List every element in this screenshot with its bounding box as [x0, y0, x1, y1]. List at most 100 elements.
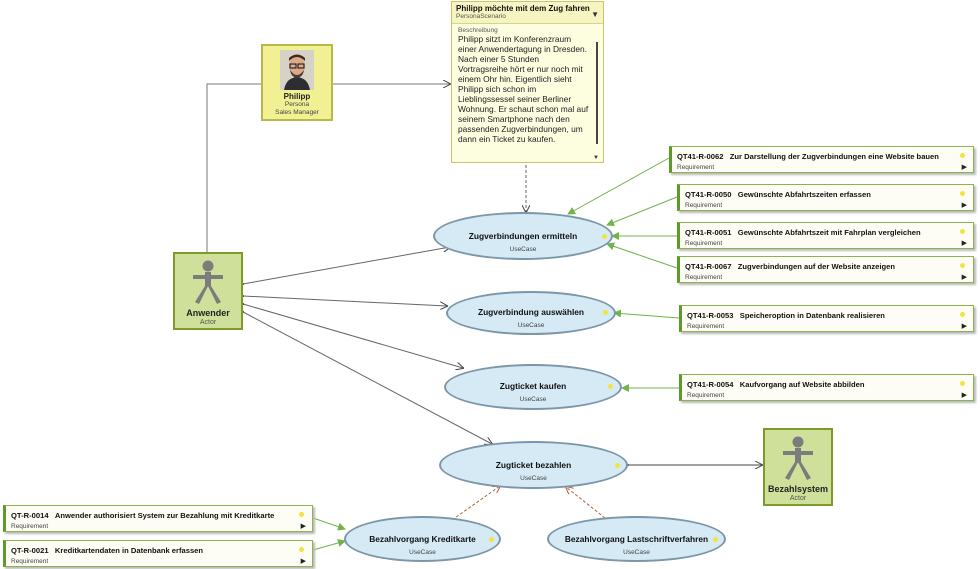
usecase-zugticket-kaufen[interactable]: Zugticket kaufen UseCase	[444, 364, 622, 410]
scenario-description-label: Beschreibung	[458, 27, 498, 34]
link-req0062-uc1	[567, 157, 670, 215]
scenario-stereotype: PersonaScenario	[456, 13, 506, 20]
usecase-stereotype: UseCase	[409, 549, 436, 556]
usecase-zugticket-bezahlen[interactable]: Zugticket bezahlen UseCase	[439, 441, 628, 489]
requirement-stereotype: Requirement	[677, 164, 715, 171]
status-dot-icon	[299, 547, 304, 552]
usecase-name: Bezahlvorgang Lastschriftverfahren	[564, 534, 709, 544]
expand-triangle-icon[interactable]: ▶	[300, 558, 306, 565]
expand-triangle-icon[interactable]: ▶	[961, 323, 967, 330]
usecase-name: Zugticket bezahlen	[495, 460, 572, 470]
persona-role: Sales Manager	[275, 109, 319, 116]
requirement-stereotype: Requirement	[685, 202, 723, 209]
requirement-title: QT41-R-0053 Speicheroption in Datenbank …	[687, 311, 885, 320]
link-uc6-uc4	[566, 487, 606, 519]
requirement-title: QT-R-0021 Kreditkartendaten in Datenbank…	[11, 546, 204, 555]
status-dot-icon	[960, 153, 965, 158]
status-dot-icon	[602, 234, 607, 239]
requirement-stereotype: Requirement	[11, 558, 49, 565]
usecase-name: Bezahlvorgang Kreditkarte	[369, 534, 476, 544]
actor-bezahlsystem[interactable]: Bezahlsystem Actor	[763, 428, 833, 506]
requirement-title: QT41-R-0050 Gewünschte Abfahrtszeiten er…	[685, 190, 871, 199]
requirement-title: QT41-R-0067 Zugverbindungen auf der Webs…	[685, 262, 896, 271]
expand-triangle-icon[interactable]: ▶	[961, 202, 967, 209]
persona-philipp[interactable]: Philipp Persona Sales Manager	[261, 44, 333, 121]
requirement-stereotype: Requirement	[687, 392, 725, 399]
status-dot-icon	[960, 263, 965, 268]
scenario-header: Philipp möchte mit dem Zug fahren Person…	[452, 2, 603, 24]
requirement-qt41-r-0050[interactable]: QT41-R-0050 Gewünschte Abfahrtszeiten er…	[677, 184, 974, 211]
usecase-zugverbindung-auswaehlen[interactable]: Zugverbindung auswählen UseCase	[446, 291, 616, 335]
link-req0053-uc2	[613, 309, 680, 319]
status-dot-icon	[960, 191, 965, 196]
expand-triangle-icon[interactable]: ▶	[961, 164, 967, 171]
scenario-title: Philipp möchte mit dem Zug fahren	[456, 4, 590, 13]
status-dot-icon	[960, 312, 965, 317]
requirement-stereotype: Requirement	[687, 323, 725, 330]
link-req0067-uc1	[606, 242, 678, 269]
usecase-stereotype: UseCase	[519, 396, 547, 403]
usecase-stereotype: UseCase	[520, 475, 547, 482]
requirement-qt-r-0021[interactable]: QT-R-0021 Kreditkartendaten in Datenbank…	[3, 540, 313, 567]
requirement-stereotype: Requirement	[685, 240, 723, 247]
collapse-triangle-icon[interactable]: ▼	[591, 10, 599, 19]
requirement-qt41-r-0067[interactable]: QT41-R-0067 Zugverbindungen auf der Webs…	[677, 256, 974, 283]
requirement-title: QT41-R-0051 Gewünschte Abfahrtszeit mit …	[685, 228, 921, 237]
persona-name: Philipp	[283, 92, 311, 101]
expand-triangle-icon[interactable]: ▶	[961, 392, 967, 399]
status-dot-icon	[960, 381, 965, 386]
actor-name: Anwender	[186, 308, 230, 318]
usecase-stereotype: UseCase	[623, 549, 650, 556]
usecase-zugverbindungen-ermitteln[interactable]: Zugverbindungen ermitteln UseCase	[433, 212, 613, 260]
usecase-bezahlvorgang-lastschrift[interactable]: Bezahlvorgang Lastschriftverfahren UseCa…	[547, 516, 726, 562]
actor-stereotype: Actor	[199, 319, 217, 326]
status-dot-icon	[299, 512, 304, 517]
status-dot-icon	[603, 310, 608, 315]
requirement-qt-r-0014[interactable]: QT-R-0014 Anwender authorisiert System z…	[3, 505, 313, 532]
link-anwender-persona	[206, 83, 261, 252]
usecase-name: Zugverbindung auswählen	[477, 307, 585, 317]
expand-triangle-icon[interactable]: ▶	[961, 274, 967, 281]
link-req0021-uc5	[312, 539, 346, 551]
requirement-stereotype: Requirement	[685, 274, 723, 281]
status-dot-icon	[960, 229, 965, 234]
status-dot-icon	[489, 537, 494, 542]
expand-triangle-icon[interactable]: ▶	[961, 240, 967, 247]
scenario-scrollbar[interactable]	[596, 42, 598, 144]
link-anwender-uc2	[243, 296, 447, 306]
actor-anwender[interactable]: Anwender Actor	[173, 252, 243, 330]
link-req0014-uc5	[312, 517, 346, 531]
requirement-title: QT-R-0014 Anwender authorisiert System z…	[11, 511, 275, 520]
link-anwender-uc3	[243, 304, 463, 368]
actor-figure-icon	[783, 436, 813, 480]
link-anwender-uc4	[243, 312, 492, 444]
requirement-qt41-r-0062[interactable]: QT41-R-0062 Zur Darstellung der Zugverbi…	[669, 146, 974, 173]
usecase-name: Zugticket kaufen	[499, 381, 567, 391]
usecase-name: Zugverbindungen ermitteln	[468, 231, 578, 241]
requirement-stereotype: Requirement	[11, 523, 49, 530]
link-anwender-uc1	[243, 247, 450, 284]
scenario-description: Philipp sitzt im Konferenzraum einer Anw…	[458, 34, 589, 144]
status-dot-icon	[615, 463, 620, 468]
requirement-qt41-r-0054[interactable]: QT41-R-0054 Kaufvorgang auf Website abbi…	[679, 374, 974, 401]
scroll-down-icon[interactable]: ▼	[593, 155, 599, 161]
persona-stereotype: Persona	[284, 101, 310, 108]
requirement-title: QT41-R-0054 Kaufvorgang auf Website abbi…	[687, 380, 865, 389]
requirement-title: QT41-R-0062 Zur Darstellung der Zugverbi…	[677, 152, 939, 161]
requirement-qt41-r-0053[interactable]: QT41-R-0053 Speicheroption in Datenbank …	[679, 305, 974, 332]
usecase-stereotype: UseCase	[509, 246, 537, 253]
actor-stereotype: Actor	[789, 495, 807, 502]
usecase-stereotype: UseCase	[517, 322, 545, 329]
persona-photo	[280, 50, 314, 90]
link-req0050-uc1	[606, 196, 678, 227]
expand-triangle-icon[interactable]: ▶	[300, 523, 306, 530]
status-dot-icon	[608, 384, 613, 389]
usecase-bezahlvorgang-kreditkarte[interactable]: Bezahlvorgang Kreditkarte UseCase	[344, 516, 501, 562]
link-uc5-uc4	[451, 486, 500, 521]
actor-figure-icon	[193, 260, 223, 304]
status-dot-icon	[713, 537, 718, 542]
persona-scenario[interactable]: Philipp möchte mit dem Zug fahren Person…	[451, 1, 604, 163]
actor-name: Bezahlsystem	[767, 484, 829, 494]
requirement-qt41-r-0051[interactable]: QT41-R-0051 Gewünschte Abfahrtszeit mit …	[677, 222, 974, 249]
